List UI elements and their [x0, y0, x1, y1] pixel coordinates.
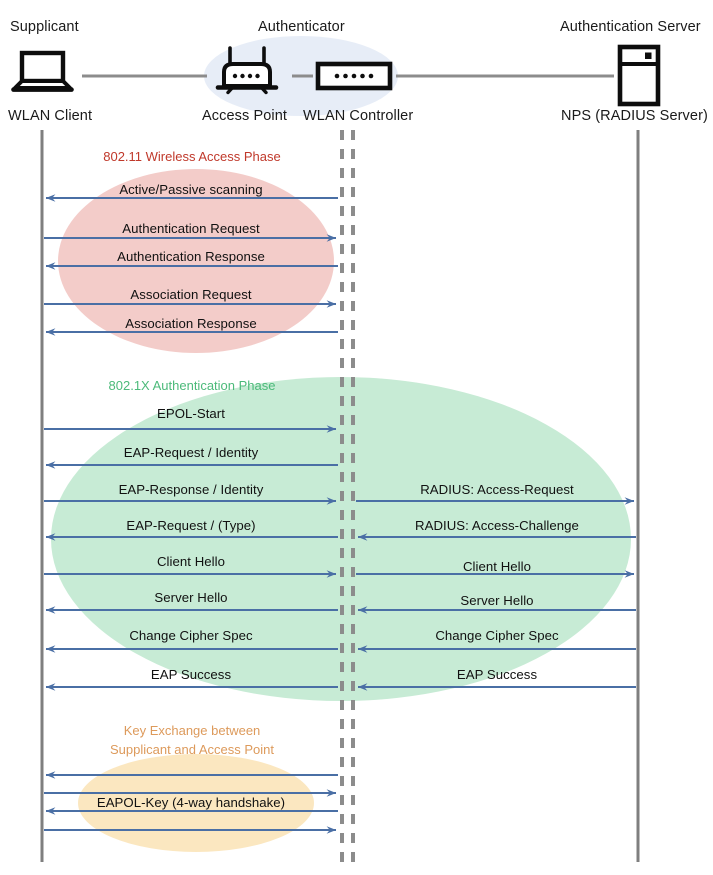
msg-label-server-hello-left: Server Hello: [154, 590, 228, 605]
msg-label-epol-start: EPOL-Start: [157, 406, 225, 421]
msg-label-active-passive-scanning: Active/Passive scanning: [119, 182, 263, 197]
msg-label-association-request: Association Request: [130, 287, 252, 302]
wlan-controller-icon: [315, 61, 393, 91]
role-title-authenticator: Authenticator: [258, 19, 345, 35]
msg-label-eap-success-right: EAP Success: [456, 667, 538, 682]
msg-label-change-cipher-spec-left: Change Cipher Spec: [129, 628, 253, 643]
role-title-supplicant: Supplicant: [10, 19, 79, 35]
phase-ellipse-key: [78, 754, 314, 852]
device-label-access-point: Access Point: [202, 108, 288, 124]
phase-heading-key-exchange-line2: Supplicant and Access Point: [109, 742, 275, 757]
msg-label-client-hello-left: Client Hello: [156, 554, 226, 569]
phase-heading-dot1x-authentication: 802.1X Authentication Phase: [108, 378, 276, 393]
msg-label-client-hello-right: Client Hello: [462, 559, 532, 574]
msg-label-server-hello-right: Server Hello: [460, 593, 534, 608]
device-label-nps-radius-server: NPS (RADIUS Server): [561, 108, 708, 124]
role-title-authentication-server: Authentication Server: [560, 19, 701, 35]
access-point-icon: [215, 46, 279, 95]
phase-heading-wireless-access: 802.11 Wireless Access Phase: [103, 149, 281, 164]
msg-label-association-response: Association Response: [125, 316, 257, 331]
msg-label-authentication-response: Authentication Response: [117, 249, 265, 264]
message-arrows-right: [356, 497, 636, 691]
msg-label-eap-request-type: EAP-Request / (Type): [126, 518, 256, 533]
msg-label-authentication-request: Authentication Request: [122, 221, 260, 236]
phase-ellipse-wireless: [58, 169, 334, 353]
device-label-wlan-controller: WLAN Controller: [303, 108, 414, 124]
phase-heading-key-exchange-line1: Key Exchange between: [123, 723, 261, 738]
msg-label-change-cipher-spec-right: Change Cipher Spec: [435, 628, 559, 643]
msg-label-radius-access-challenge: RADIUS: Access-Challenge: [415, 518, 579, 533]
msg-label-eap-success-left: EAP Success: [150, 667, 232, 682]
message-arrows-left: [44, 194, 338, 834]
server-icon: [617, 44, 661, 107]
msg-label-eap-request-identity: EAP-Request / Identity: [123, 445, 259, 460]
msg-label-eapol-key-4way-handshake: EAPOL-Key (4-way handshake): [96, 795, 286, 810]
msg-label-eap-response-identity: EAP-Response / Identity: [118, 482, 264, 497]
msg-label-radius-access-request: RADIUS: Access-Request: [420, 482, 574, 497]
laptop-icon: [11, 50, 74, 92]
device-label-wlan-client: WLAN Client: [8, 108, 93, 124]
